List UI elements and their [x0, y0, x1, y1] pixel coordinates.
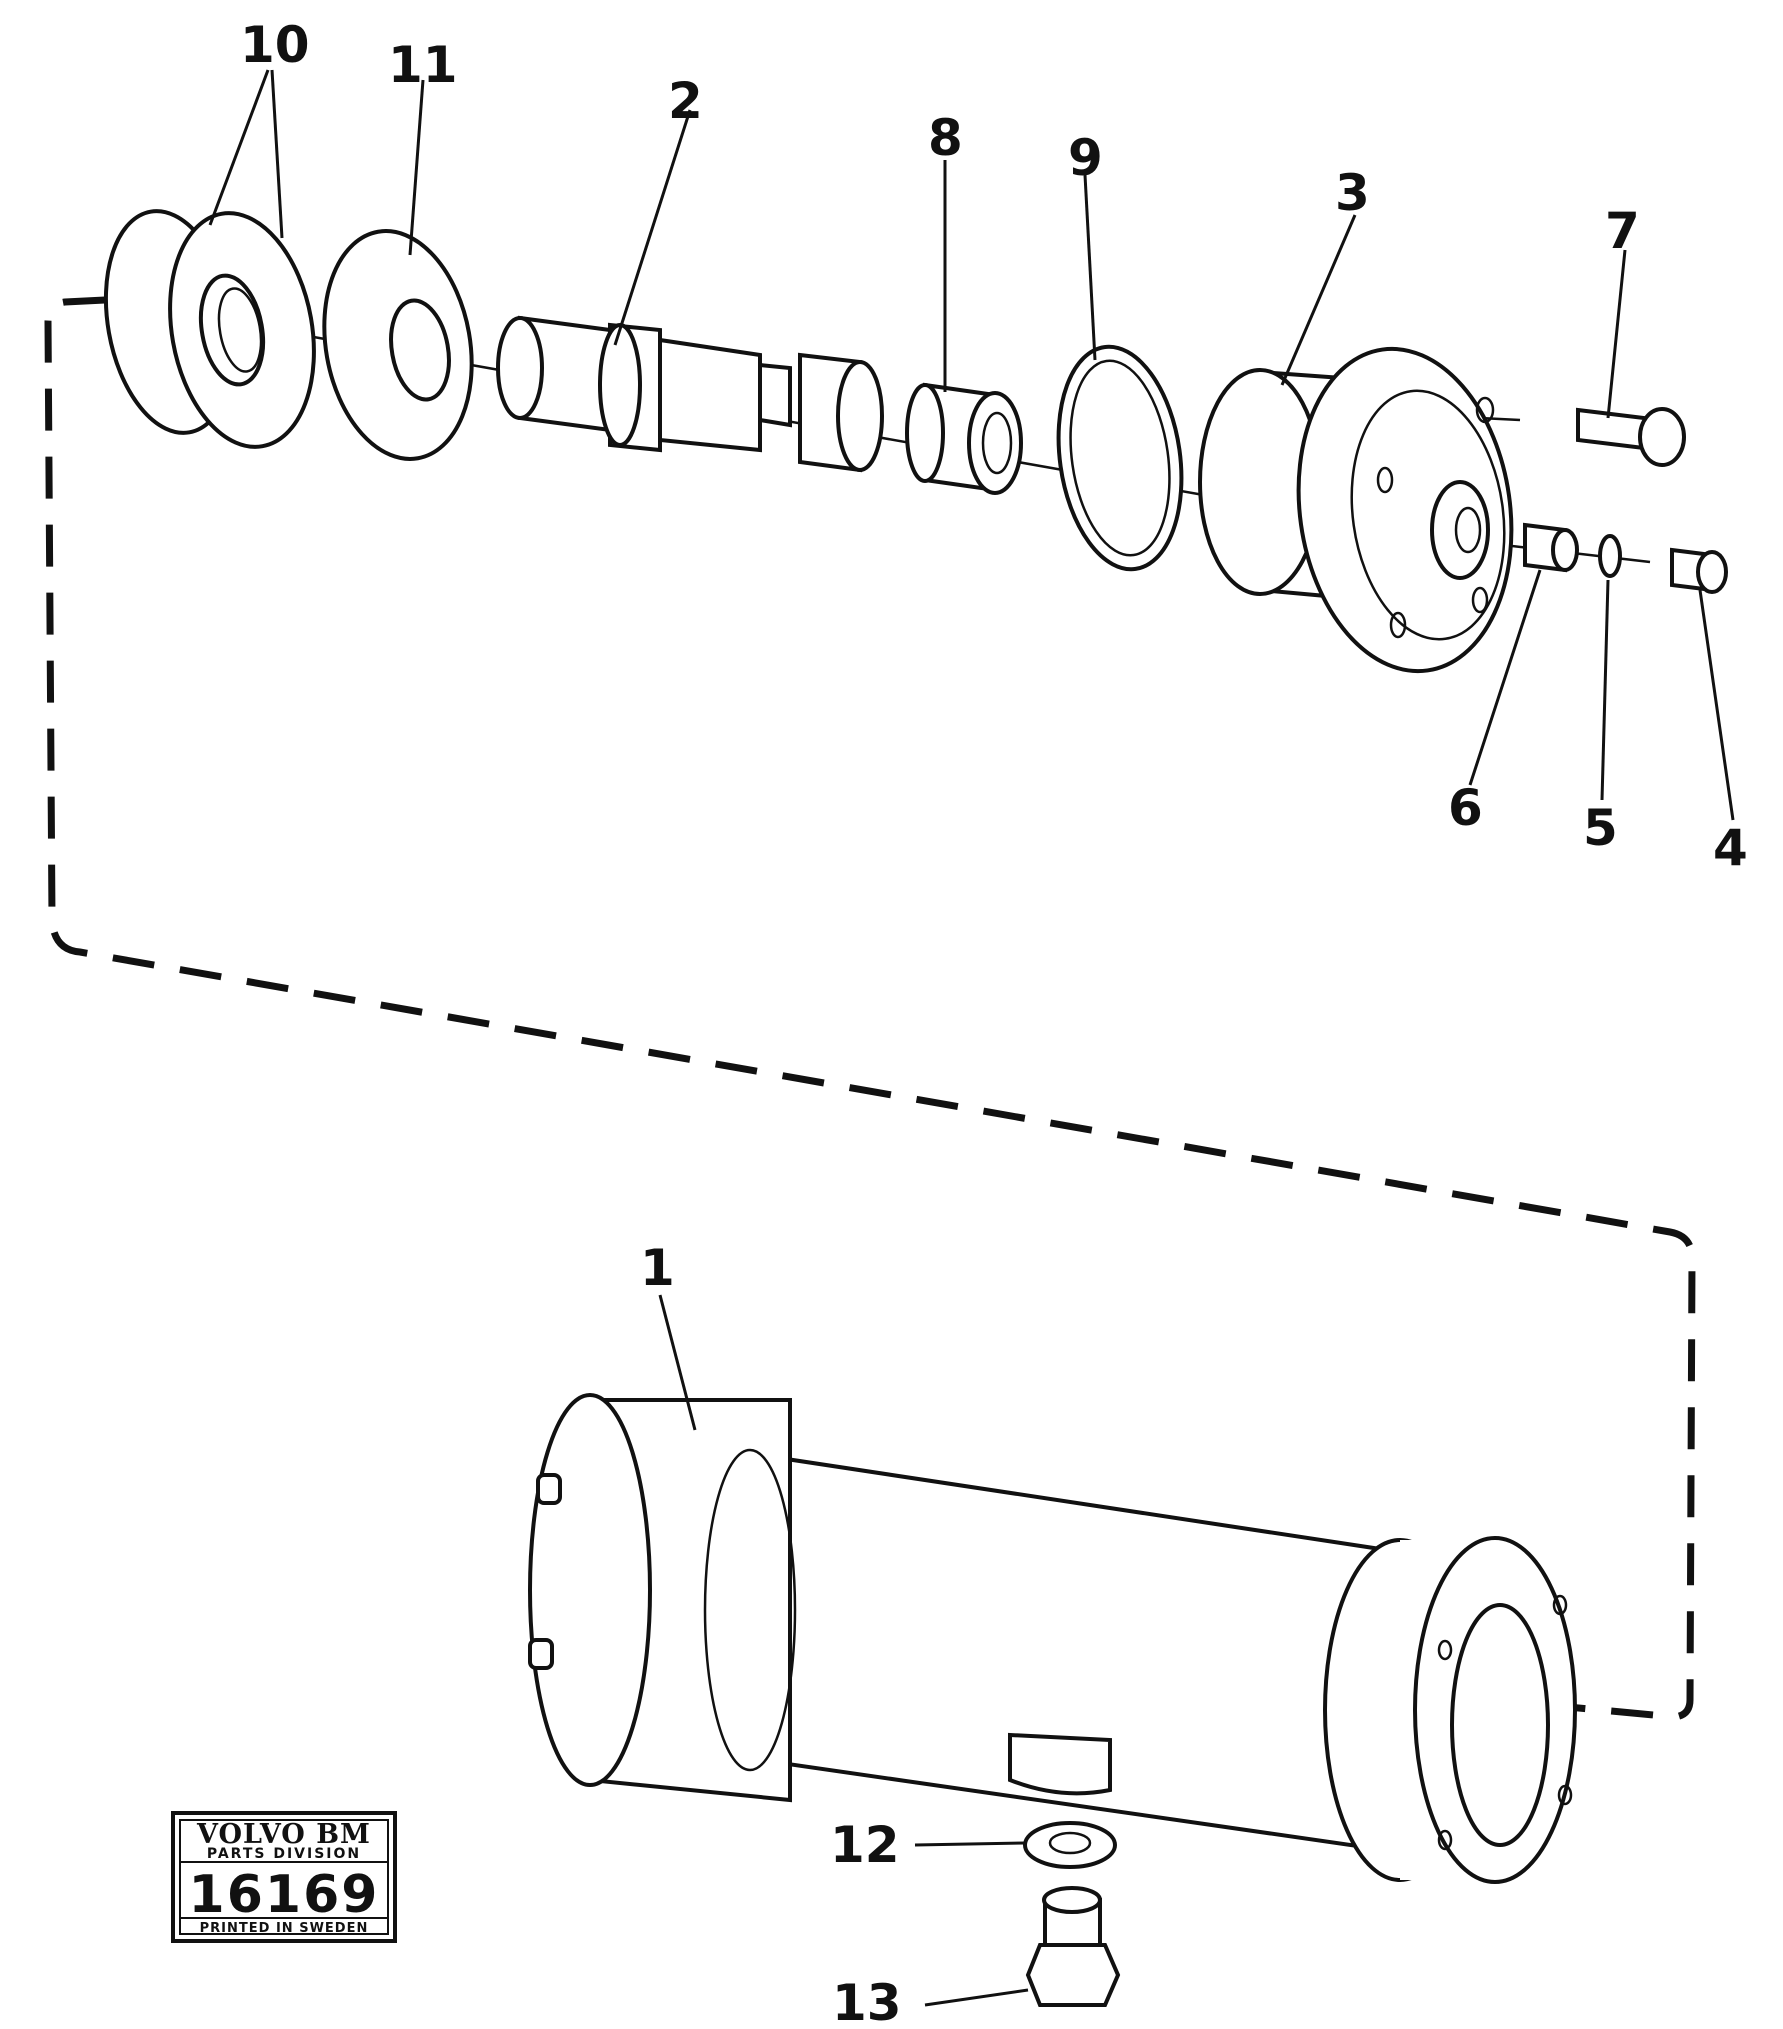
part-8-bushing [905, 382, 1023, 495]
part-7-bolt [1576, 407, 1686, 467]
part-3-end-cap [1198, 346, 1514, 674]
part-4-set-screw [1670, 547, 1728, 594]
callout-labels: 10 11 2 8 9 3 7 6 5 4 1 12 13 [240, 16, 1748, 2029]
callout-10: 10 [240, 16, 310, 74]
stamp-brand: VOLVO BM [196, 1819, 371, 1850]
part-12-sealing-ring [1023, 1821, 1117, 1869]
part-1-cylinder-housing [528, 1393, 1577, 1884]
callout-7: 7 [1605, 202, 1640, 260]
callout-5: 5 [1583, 799, 1618, 857]
stamp-printed: PRINTED IN SWEDEN [200, 1921, 369, 1936]
callout-1: 1 [640, 1239, 675, 1297]
callout-9: 9 [1068, 129, 1103, 187]
part-10-seal-washers [103, 209, 316, 449]
leader-lines [208, 69, 1735, 2007]
callout-4: 4 [1713, 819, 1748, 877]
stamp-number: 16169 [189, 1865, 380, 1925]
part-9-o-ring [1056, 344, 1184, 572]
part-6-sleeve [1523, 522, 1579, 573]
callout-11: 11 [388, 36, 458, 94]
part-2-shaft [496, 315, 884, 473]
part-13-plug [1025, 1886, 1121, 2007]
stamp-division: PARTS DIVISION [207, 1846, 361, 1862]
callout-3: 3 [1335, 164, 1370, 222]
callout-2: 2 [668, 72, 703, 130]
parts-division-stamp: VOLVO BM PARTS DIVISION 16169 PRINTED IN… [171, 1811, 397, 1943]
callout-6: 6 [1448, 779, 1483, 837]
callout-8: 8 [928, 109, 963, 167]
callout-13: 13 [832, 1974, 902, 2029]
part-11-flat-washer [322, 229, 474, 461]
part-5-small-washer [1598, 534, 1622, 578]
assembly-connector-dashed [44, 296, 1696, 1721]
callout-12: 12 [830, 1816, 900, 1874]
